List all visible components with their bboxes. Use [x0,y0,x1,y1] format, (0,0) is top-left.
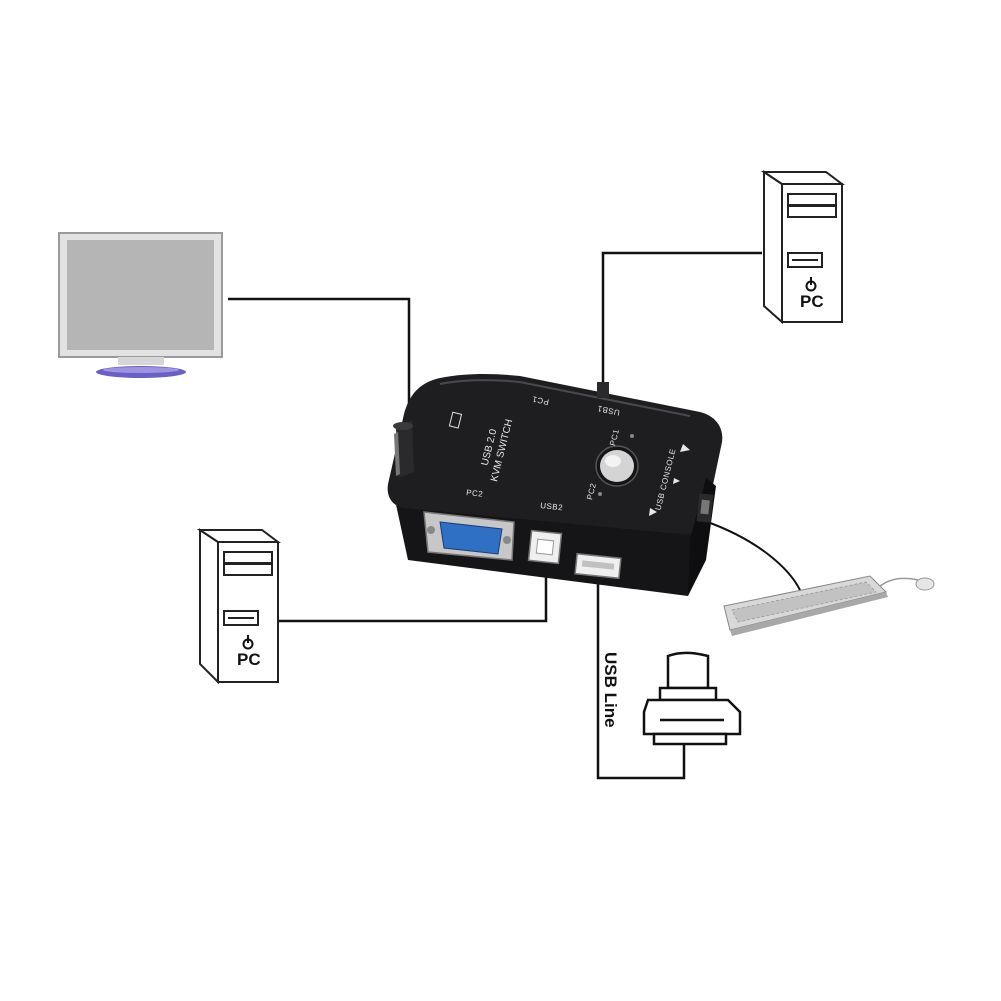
vga-port[interactable] [423,511,515,561]
usb-a-port[interactable] [574,552,622,580]
keyboard-cable [701,519,801,591]
monitor-screen [67,240,214,350]
pc-tower-left-body [199,528,219,685]
pc-tower-top-body [763,170,783,325]
printer-connector [642,651,742,746]
usb-b-port[interactable] [527,529,563,565]
kvm-pc2-port-label: PC2 [466,488,484,499]
arrow-small-icon [673,478,680,484]
mouse-cable [879,577,919,587]
mouse [915,577,935,591]
kvm-usb2-port-label: USB2 [540,501,564,512]
pc-tower-top-bay1 [787,193,837,206]
kvm-pc1-label: PC1 [608,428,621,447]
kvm-top-highlight [439,379,691,417]
pc-tower-top-bay2 [787,205,837,218]
monitor [58,232,223,378]
keyboard-keys [731,581,877,623]
usb-line-cable [596,582,686,780]
top-pc-cable [601,251,762,392]
kvm-led-pc1 [630,434,634,438]
kvm-pc2-label: PC2 [585,482,598,501]
pc-tower-left-bay2 [223,563,273,576]
pc-tower-top: PC [760,170,845,325]
pc-tower-left-bay1 [223,551,273,564]
monitor-neck [118,357,164,365]
connector-cable-top [666,651,710,690]
kvm-led-pc2 [598,492,602,496]
kvm-logo-icon [448,411,463,429]
kvm-top-pc1-label: PC1 [531,394,550,406]
arrow-down-icon [649,508,657,516]
usb-line-label: USB Line [601,652,620,728]
monitor-stand-highlight [103,367,179,373]
right-usb-connector [696,493,714,523]
pc-tower-left: PC [196,528,281,685]
kvm-switch-button[interactable] [595,445,639,487]
pc-tower-top-label: PC [800,292,824,311]
pc-tower-left-label: PC [237,650,261,669]
vga-cable-connector [393,420,414,478]
top-cable-connector [597,382,609,398]
connector-plug [652,732,728,746]
kvm-top-face [387,374,723,535]
connector-neck [658,686,718,702]
left-pc-cable [270,572,548,623]
keyboard-front [730,592,888,636]
power-icon [242,635,254,650]
kvm-switch: USB 2.0 KVM SWITCH PC1 USB1 PC1 PC2 USB … [387,374,723,596]
power-icon [805,277,817,292]
keyboard [723,575,888,636]
connector-body [642,698,742,736]
connection-lines [228,251,801,780]
arrow-up-icon [680,444,690,452]
monitor-cable [228,297,411,430]
